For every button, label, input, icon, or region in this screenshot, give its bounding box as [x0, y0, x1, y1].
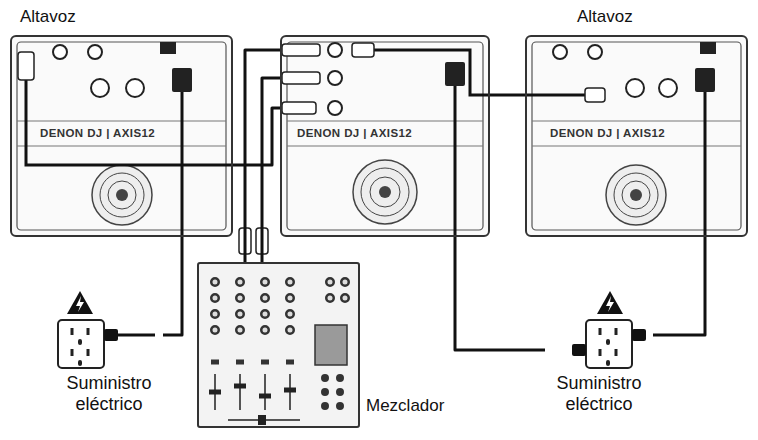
outlet-label: Suministro eléctrico: [545, 373, 653, 414]
speaker-box: AltavozDENON DJ | AXIS12: [525, 35, 748, 237]
mixer-display: [315, 325, 347, 365]
mixer-buttons: [211, 360, 294, 365]
xlr-plug: [352, 43, 374, 57]
power-inlet: [445, 62, 465, 86]
speaker-frame: [532, 42, 741, 230]
power-plug: [104, 329, 118, 341]
brand-logo: DENON DJ | AXIS12: [40, 127, 155, 140]
speaker-grille: [614, 173, 658, 217]
warning-triangle: [597, 291, 623, 314]
xlr-plug: [282, 102, 316, 114]
xlr-plug: [585, 88, 605, 102]
speaker-grille: [92, 165, 152, 225]
speaker-grille: [630, 189, 642, 201]
outlet-plate: [58, 320, 104, 368]
cable-line: [490, 94, 525, 97]
input-jack: [659, 79, 677, 97]
speaker-grille: [370, 177, 400, 207]
xlr-plug: [282, 44, 320, 56]
crossfader-cap: [258, 415, 266, 425]
speaker-body: [525, 35, 748, 237]
cable-line: [455, 237, 545, 350]
power-plug: [572, 344, 586, 356]
lightning-bolt: [606, 296, 614, 312]
speaker-grille: [108, 181, 136, 209]
mixer-knobs: [325, 378, 340, 412]
speaker-grille: [353, 160, 417, 224]
input-jack: [328, 71, 342, 85]
brand-logo: DENON DJ | AXIS12: [297, 127, 412, 140]
power-inlet: [695, 68, 715, 92]
cable-line: [262, 78, 280, 262]
speaker-grille: [606, 165, 666, 225]
power-outlet: Suministro eléctrico: [545, 318, 653, 423]
speaker-grille: [622, 181, 650, 209]
input-jack: [91, 79, 109, 97]
speaker-box: DENON DJ | AXIS12: [280, 35, 490, 237]
mixer-box: Mezclador: [197, 262, 360, 428]
outlet-ground: [606, 341, 610, 364]
speaker-body: [10, 35, 233, 237]
input-jack: [126, 79, 144, 97]
speaker-label: Altavoz: [577, 7, 633, 27]
speaker-label: Altavoz: [20, 7, 76, 27]
speaker-box: AltavozDENON DJ | AXIS12: [10, 35, 233, 237]
input-jack: [328, 43, 342, 57]
power-cable: [181, 92, 184, 237]
power-switch: [700, 42, 716, 54]
xlr-plug: [18, 52, 34, 80]
outlet-plate: [586, 320, 632, 368]
volume-knob: [53, 45, 67, 59]
logo-band: [532, 146, 741, 147]
volume-knob: [553, 45, 567, 59]
lightning-bolt: [76, 296, 84, 312]
power-cable: [454, 86, 457, 237]
cable-line: [233, 108, 280, 165]
power-switch: [160, 42, 176, 54]
mixer-label: Mezclador: [366, 396, 444, 416]
speaker-body: [280, 35, 490, 237]
speaker-grille: [116, 189, 128, 201]
fader-slots: [215, 374, 290, 410]
volume-knob: [588, 45, 602, 59]
warning-triangle: [67, 291, 93, 314]
power-cable: [118, 334, 155, 337]
logo-band: [17, 146, 226, 147]
speaker-grille: [100, 173, 144, 217]
xlr-plug: [282, 72, 320, 84]
outlet-ground: [78, 341, 82, 364]
cable-line: [653, 237, 705, 335]
cable-line: [245, 50, 280, 262]
logo-band: [17, 121, 226, 122]
mixer-body: [197, 262, 360, 428]
fader-caps: [209, 386, 296, 396]
brand-logo: DENON DJ | AXIS12: [550, 127, 665, 140]
audio-cable: [374, 50, 490, 95]
speaker-frame: [17, 42, 226, 230]
volume-knob: [88, 45, 102, 59]
cable-line: [163, 237, 182, 335]
logo-band: [532, 121, 741, 122]
input-jack: [626, 79, 644, 97]
power-cable: [704, 92, 707, 237]
outlet-label: Suministro eléctrico: [55, 373, 163, 414]
audio-cable: [26, 80, 233, 165]
audio-cable: [525, 94, 585, 97]
power-plug: [632, 329, 646, 341]
output-jack: [328, 101, 342, 115]
speaker-grille: [379, 186, 391, 198]
power-inlet: [172, 68, 192, 92]
power-outlet: Suministro eléctrico: [55, 318, 163, 423]
speaker-grille: [361, 168, 409, 216]
